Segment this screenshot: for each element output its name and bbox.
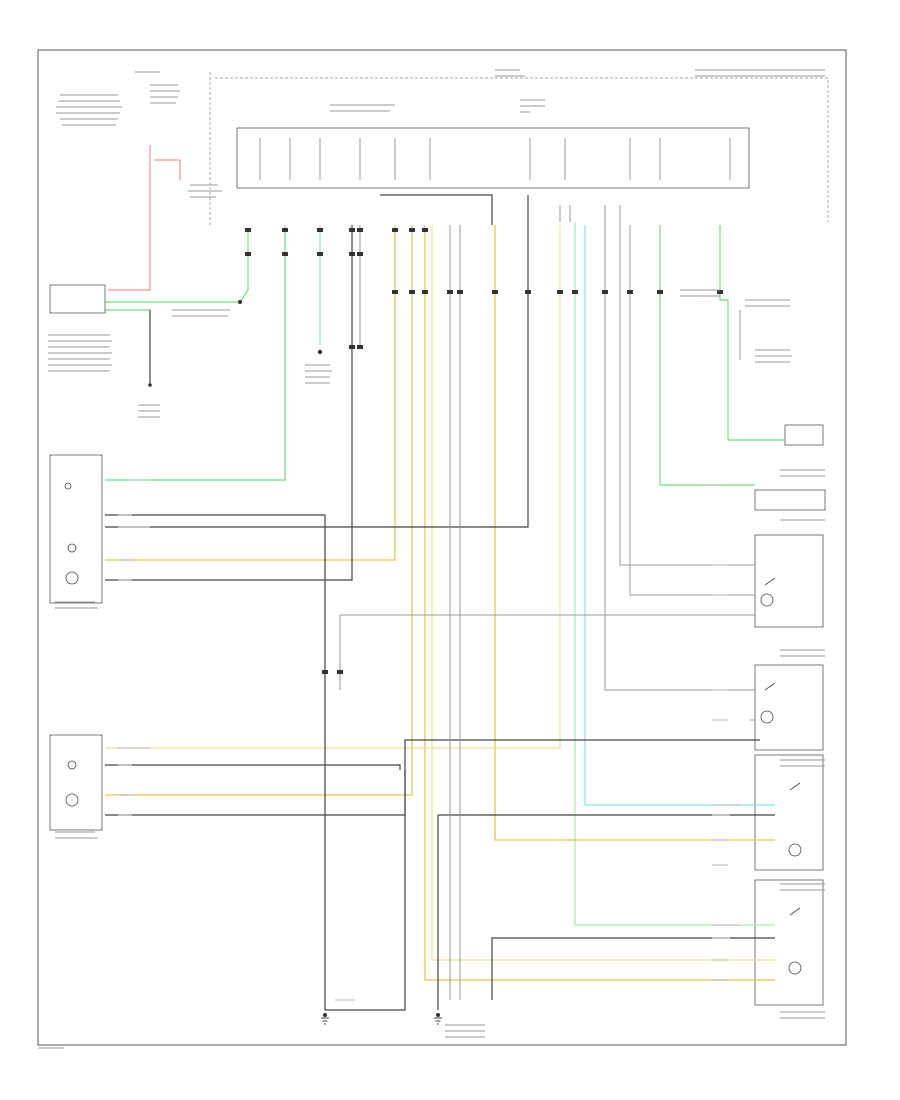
yellow-wire-6 [105,225,561,749]
rf-door-lock-actuator [754,664,824,751]
yellow-wire-3 [424,225,775,981]
gray-wire-3 [604,205,755,691]
passenger-rear-actuator [754,754,824,871]
driver-door-actuator [754,489,826,511]
connector-markers [245,228,723,674]
green-wire-1 [105,230,249,303]
gray-wire-2 [449,225,461,1000]
diagram-frame [37,49,847,1046]
black-wire-6 [325,770,406,1011]
yellow-wire-1 [105,225,396,561]
splice-dots [148,300,440,1017]
module-pin-ticks [259,138,731,180]
black-wire-2 [105,225,353,581]
theft-relay-box [49,284,106,314]
gray-wire-4 [619,205,755,566]
passenger-door-lock-switch [49,734,103,831]
driver-door-lock-switch [49,454,103,604]
yellow-wire-4 [494,225,775,841]
gray-wire-7 [739,310,755,721]
lf-door-lock-actuator [754,534,824,628]
switch-symbols [64,482,802,975]
gray-wire-1 [339,225,755,690]
underhood-boundary [215,77,829,222]
yellow-wire-5 [431,225,775,961]
rear-module-box [784,424,824,446]
wire-tag-strokes [118,479,740,1001]
green-wire-3 [659,225,755,486]
green-wire-4 [719,225,785,441]
label-strokes [38,69,825,1049]
black-wire-5 [491,937,775,1000]
ground-symbol [321,1017,442,1025]
body-control-module [236,127,750,189]
green-wire-2 [105,225,286,481]
yellow-wire-2 [105,225,413,796]
black-wire-4 [437,814,775,1010]
cyan-wire [319,225,775,806]
gray-wire-5 [629,225,755,596]
green-wire-6 [574,222,775,926]
rear-door-lock-actuator [754,879,824,1006]
black-wire-7 [380,194,493,225]
gray-wire-6 [559,205,571,222]
fusible-link-wire [108,145,181,291]
black-wire-1 [105,195,529,1010]
